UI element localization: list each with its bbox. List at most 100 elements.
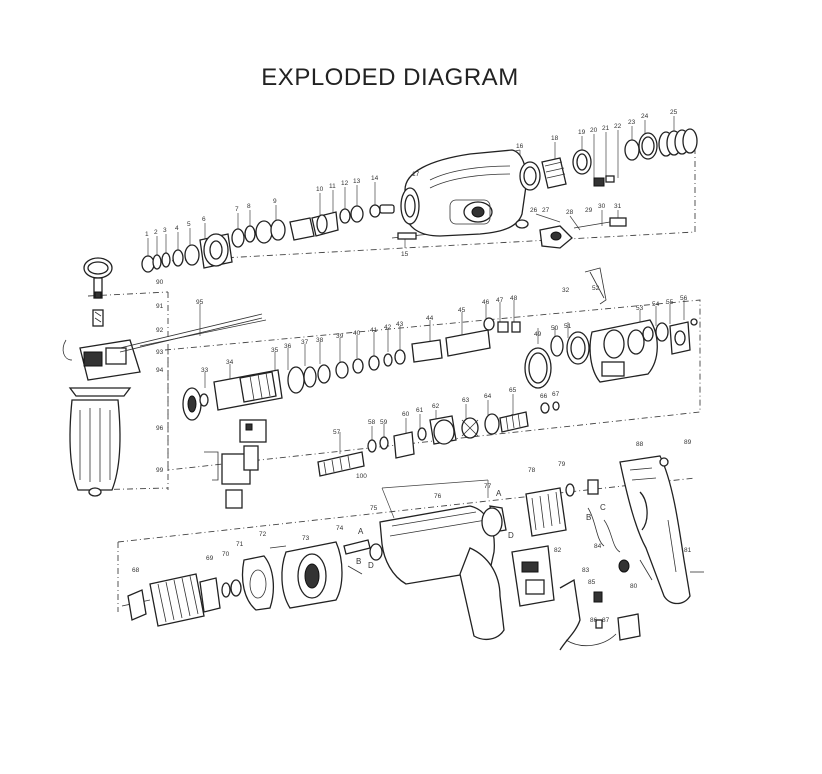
callout-label: 49 xyxy=(534,331,542,338)
callout-label: 12 xyxy=(341,180,349,187)
callout-label: 69 xyxy=(206,555,214,562)
callout-label: 79 xyxy=(558,461,566,468)
callout-label: 39 xyxy=(336,333,344,340)
callout-label: 2 xyxy=(154,229,158,236)
callout-label: 41 xyxy=(370,327,378,334)
callout-label: 64 xyxy=(484,393,492,400)
callout-label: 87 xyxy=(602,617,610,624)
callout-label: 6 xyxy=(202,216,206,223)
callout-label: 92 xyxy=(156,327,164,334)
callout-label: 35 xyxy=(271,347,279,354)
callout-label: 24 xyxy=(641,113,649,120)
callout-label: 91 xyxy=(156,303,164,310)
callout-label: 99 xyxy=(156,467,164,474)
page-title: EXPLODED DIAGRAM xyxy=(261,64,519,91)
callout-label: 14 xyxy=(371,175,379,182)
callout-label: 74 xyxy=(336,525,344,532)
callout-label: 8 xyxy=(247,203,251,210)
callout-label: 37 xyxy=(301,339,309,346)
callout-label: 58 xyxy=(368,419,376,426)
letter-marker: B xyxy=(356,557,361,566)
callout-label: 76 xyxy=(434,493,442,500)
callout-label: 9 xyxy=(273,198,277,205)
gear-housing xyxy=(400,149,528,237)
brush-holder-parts xyxy=(343,539,383,575)
callout-label: 43 xyxy=(396,321,404,328)
callout-label: 60 xyxy=(402,411,410,418)
side-handle-assembly xyxy=(62,257,263,497)
callout-label: 21 xyxy=(602,125,610,132)
callout-label: 29 xyxy=(585,207,593,214)
callout-label: 70 xyxy=(222,551,230,558)
callout-label: 45 xyxy=(458,307,466,314)
callout-label: 11 xyxy=(329,183,336,190)
callout-label: 85 xyxy=(588,579,596,586)
callout-label: 7 xyxy=(235,206,239,213)
callout-label: 63 xyxy=(462,397,470,404)
callout-label: 26 xyxy=(530,207,538,214)
switch-and-cord xyxy=(511,479,653,651)
callout-label: 5 xyxy=(187,221,191,228)
letter-markers: A B C D A B D xyxy=(356,489,606,570)
callout-label: 22 xyxy=(614,123,622,130)
callout-label: 28 xyxy=(566,209,574,216)
motor-housing xyxy=(379,505,507,641)
callout-label: 4 xyxy=(175,225,179,232)
callout-label: 3 xyxy=(163,227,167,234)
callout-label: 38 xyxy=(316,337,324,344)
intermediate-shaft-assembly xyxy=(204,401,560,509)
callout-label: 47 xyxy=(496,297,504,304)
callout-label: 48 xyxy=(510,295,518,302)
callout-label: 73 xyxy=(302,535,310,542)
callout-label: 94 xyxy=(156,367,164,374)
callout-label: 86 xyxy=(590,617,598,624)
callout-label: 31 xyxy=(614,203,622,210)
callout-label: 23 xyxy=(628,119,636,126)
letter-marker: D xyxy=(508,531,514,540)
callout-label: 1 xyxy=(145,231,149,238)
callout-label: 72 xyxy=(259,531,267,538)
callout-label: 71 xyxy=(236,541,244,548)
callout-label: 51 xyxy=(564,323,572,330)
callout-label: 80 xyxy=(630,583,638,590)
callout-label: 56 xyxy=(680,295,688,302)
callout-label: 32 xyxy=(562,287,570,294)
callout-label: 55 xyxy=(666,299,674,306)
callout-label: 17 xyxy=(412,171,420,178)
letter-marker: B xyxy=(586,513,591,522)
callout-label: 82 xyxy=(554,547,562,554)
callout-label: 33 xyxy=(201,367,209,374)
callout-label: 44 xyxy=(426,315,434,322)
callout-label: 36 xyxy=(284,343,292,350)
callout-label: 18 xyxy=(551,135,559,142)
rear-seals-and-springs xyxy=(515,128,698,249)
callout-label: 20 xyxy=(590,127,598,134)
callout-label: 34 xyxy=(226,359,234,366)
callout-label: 67 xyxy=(552,391,560,398)
callout-label: 40 xyxy=(353,330,361,337)
callout-label: 90 xyxy=(156,279,164,286)
letter-marker: A xyxy=(496,489,502,498)
letter-marker: D xyxy=(368,561,374,570)
motor-stator xyxy=(269,541,343,609)
callout-label: 89 xyxy=(684,439,692,446)
piston-cylinder-assembly xyxy=(139,267,698,421)
letter-marker: C xyxy=(600,503,606,512)
callout-label: 52 xyxy=(592,285,600,292)
callout-label: 59 xyxy=(380,419,388,426)
callout-label: 77 xyxy=(484,483,492,490)
callout-label: 88 xyxy=(636,441,644,448)
callout-label: 96 xyxy=(156,425,164,432)
fan-baffle xyxy=(241,555,275,611)
callout-label: 42 xyxy=(384,324,392,331)
callout-label: 19 xyxy=(578,129,586,136)
callout-label: 93 xyxy=(156,349,164,356)
callout-label: 100 xyxy=(356,473,367,480)
callout-label: 78 xyxy=(528,467,536,474)
callout-label: 84 xyxy=(594,543,602,550)
callout-label: 83 xyxy=(582,567,590,574)
callout-label: 54 xyxy=(652,301,660,308)
callout-label: 13 xyxy=(353,178,361,185)
callout-label: 50 xyxy=(551,325,559,332)
